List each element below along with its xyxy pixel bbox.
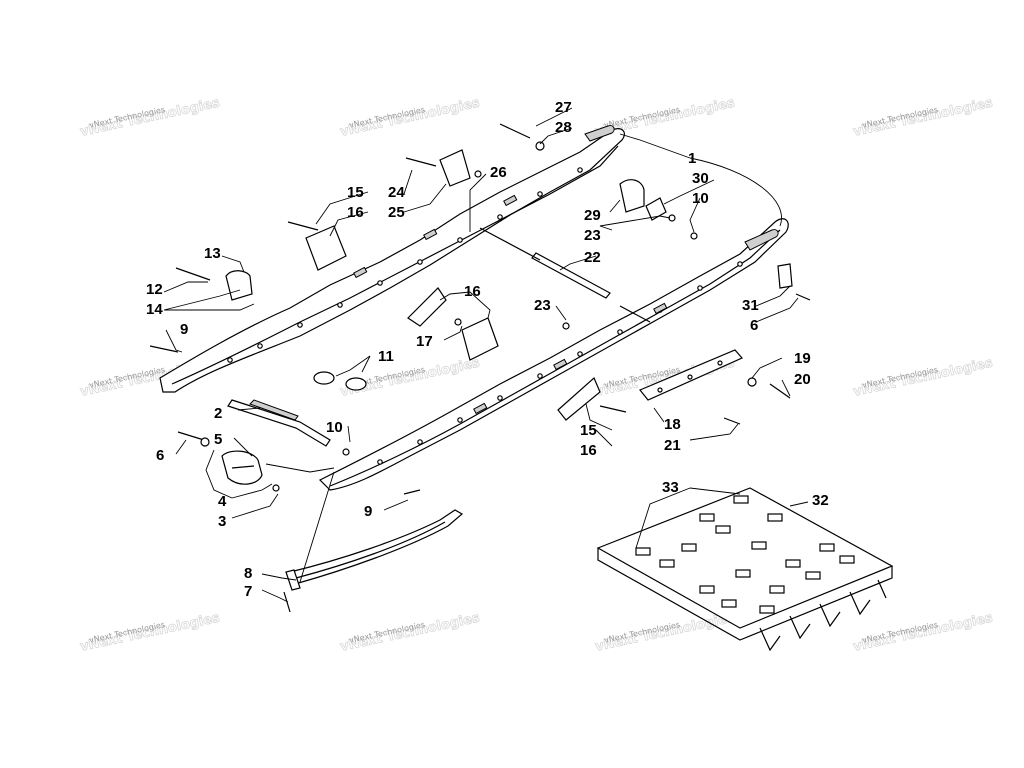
watermark: vNext Technologies vNext Technologies xyxy=(852,95,995,140)
callout-29: 29 xyxy=(584,207,601,224)
callout-20: 20 xyxy=(794,371,811,388)
slider-strip xyxy=(285,509,464,591)
callout-1: 1 xyxy=(688,150,696,167)
leader-lines xyxy=(163,107,809,603)
small-parts xyxy=(149,123,811,613)
callout-21: 21 xyxy=(664,437,681,454)
callout-15-top: 15 xyxy=(347,184,364,201)
callout-33: 33 xyxy=(662,479,679,496)
callout-27: 27 xyxy=(555,99,572,116)
front-bracket xyxy=(227,399,331,447)
callout-13: 13 xyxy=(204,245,221,262)
callout-23-mid: 23 xyxy=(534,297,551,314)
callout-18: 18 xyxy=(664,416,681,433)
callout-16-bottom: 16 xyxy=(580,442,597,459)
watermark: vNext Technologies vNext Technologies xyxy=(852,610,995,655)
watermark: vNext Technologies vNext Technologies xyxy=(852,355,995,400)
callout-12: 12 xyxy=(146,281,163,298)
callout-7: 7 xyxy=(244,583,252,600)
callout-6-left: 6 xyxy=(156,447,164,464)
callout-16-mid: 16 xyxy=(464,283,481,300)
track xyxy=(596,487,894,652)
callout-9-bottom: 9 xyxy=(364,503,372,520)
watermark: vNext Technologies vNext Technologies xyxy=(79,610,222,655)
callout-28: 28 xyxy=(555,119,572,136)
watermark: vNext Technologies vNext Technologies xyxy=(339,610,482,655)
callout-25: 25 xyxy=(388,204,405,221)
callout-6-right: 6 xyxy=(750,317,758,334)
callout-31: 31 xyxy=(742,297,759,314)
watermark: vNext Technologies vNext Technologies xyxy=(339,95,482,140)
watermark: vNext Technologies vNext Technologies xyxy=(79,95,222,140)
callout-8: 8 xyxy=(244,565,252,582)
callout-32: 32 xyxy=(812,492,829,509)
rail-holes xyxy=(377,261,743,465)
rear-plate xyxy=(639,349,743,401)
cross-shaft xyxy=(479,227,651,323)
callout-10-top: 10 xyxy=(692,190,709,207)
watermark: vNext Technologies vNext Technologies xyxy=(594,610,737,655)
callout-10-left: 10 xyxy=(326,419,343,436)
callout-17: 17 xyxy=(416,333,433,350)
callout-11: 11 xyxy=(378,348,394,365)
callout-19: 19 xyxy=(794,350,811,367)
callout-26: 26 xyxy=(490,164,507,181)
callout-3: 3 xyxy=(218,513,226,530)
rail-holes xyxy=(227,167,583,363)
callout-2: 2 xyxy=(214,405,222,422)
callout-23-right: 23 xyxy=(584,227,601,244)
watermark: vNext Technologies vNext Technologies xyxy=(339,355,482,400)
track-lugs xyxy=(759,579,887,652)
callout-5: 5 xyxy=(214,431,222,448)
callout-15-bottom: 15 xyxy=(580,422,597,439)
callout-16-top: 16 xyxy=(347,204,364,221)
callout-14: 14 xyxy=(146,301,163,318)
left-rail xyxy=(159,125,625,393)
callout-22: 22 xyxy=(584,249,601,266)
bumper xyxy=(221,450,263,485)
callout-24: 24 xyxy=(388,184,405,201)
callout-30: 30 xyxy=(692,170,709,187)
callout-labels: 27 28 1 30 10 26 24 25 15 16 29 23 22 13… xyxy=(146,99,829,600)
right-rail xyxy=(318,218,789,491)
track-clips xyxy=(635,495,855,614)
callout-9-left: 9 xyxy=(180,321,188,338)
callout-4: 4 xyxy=(218,493,227,510)
